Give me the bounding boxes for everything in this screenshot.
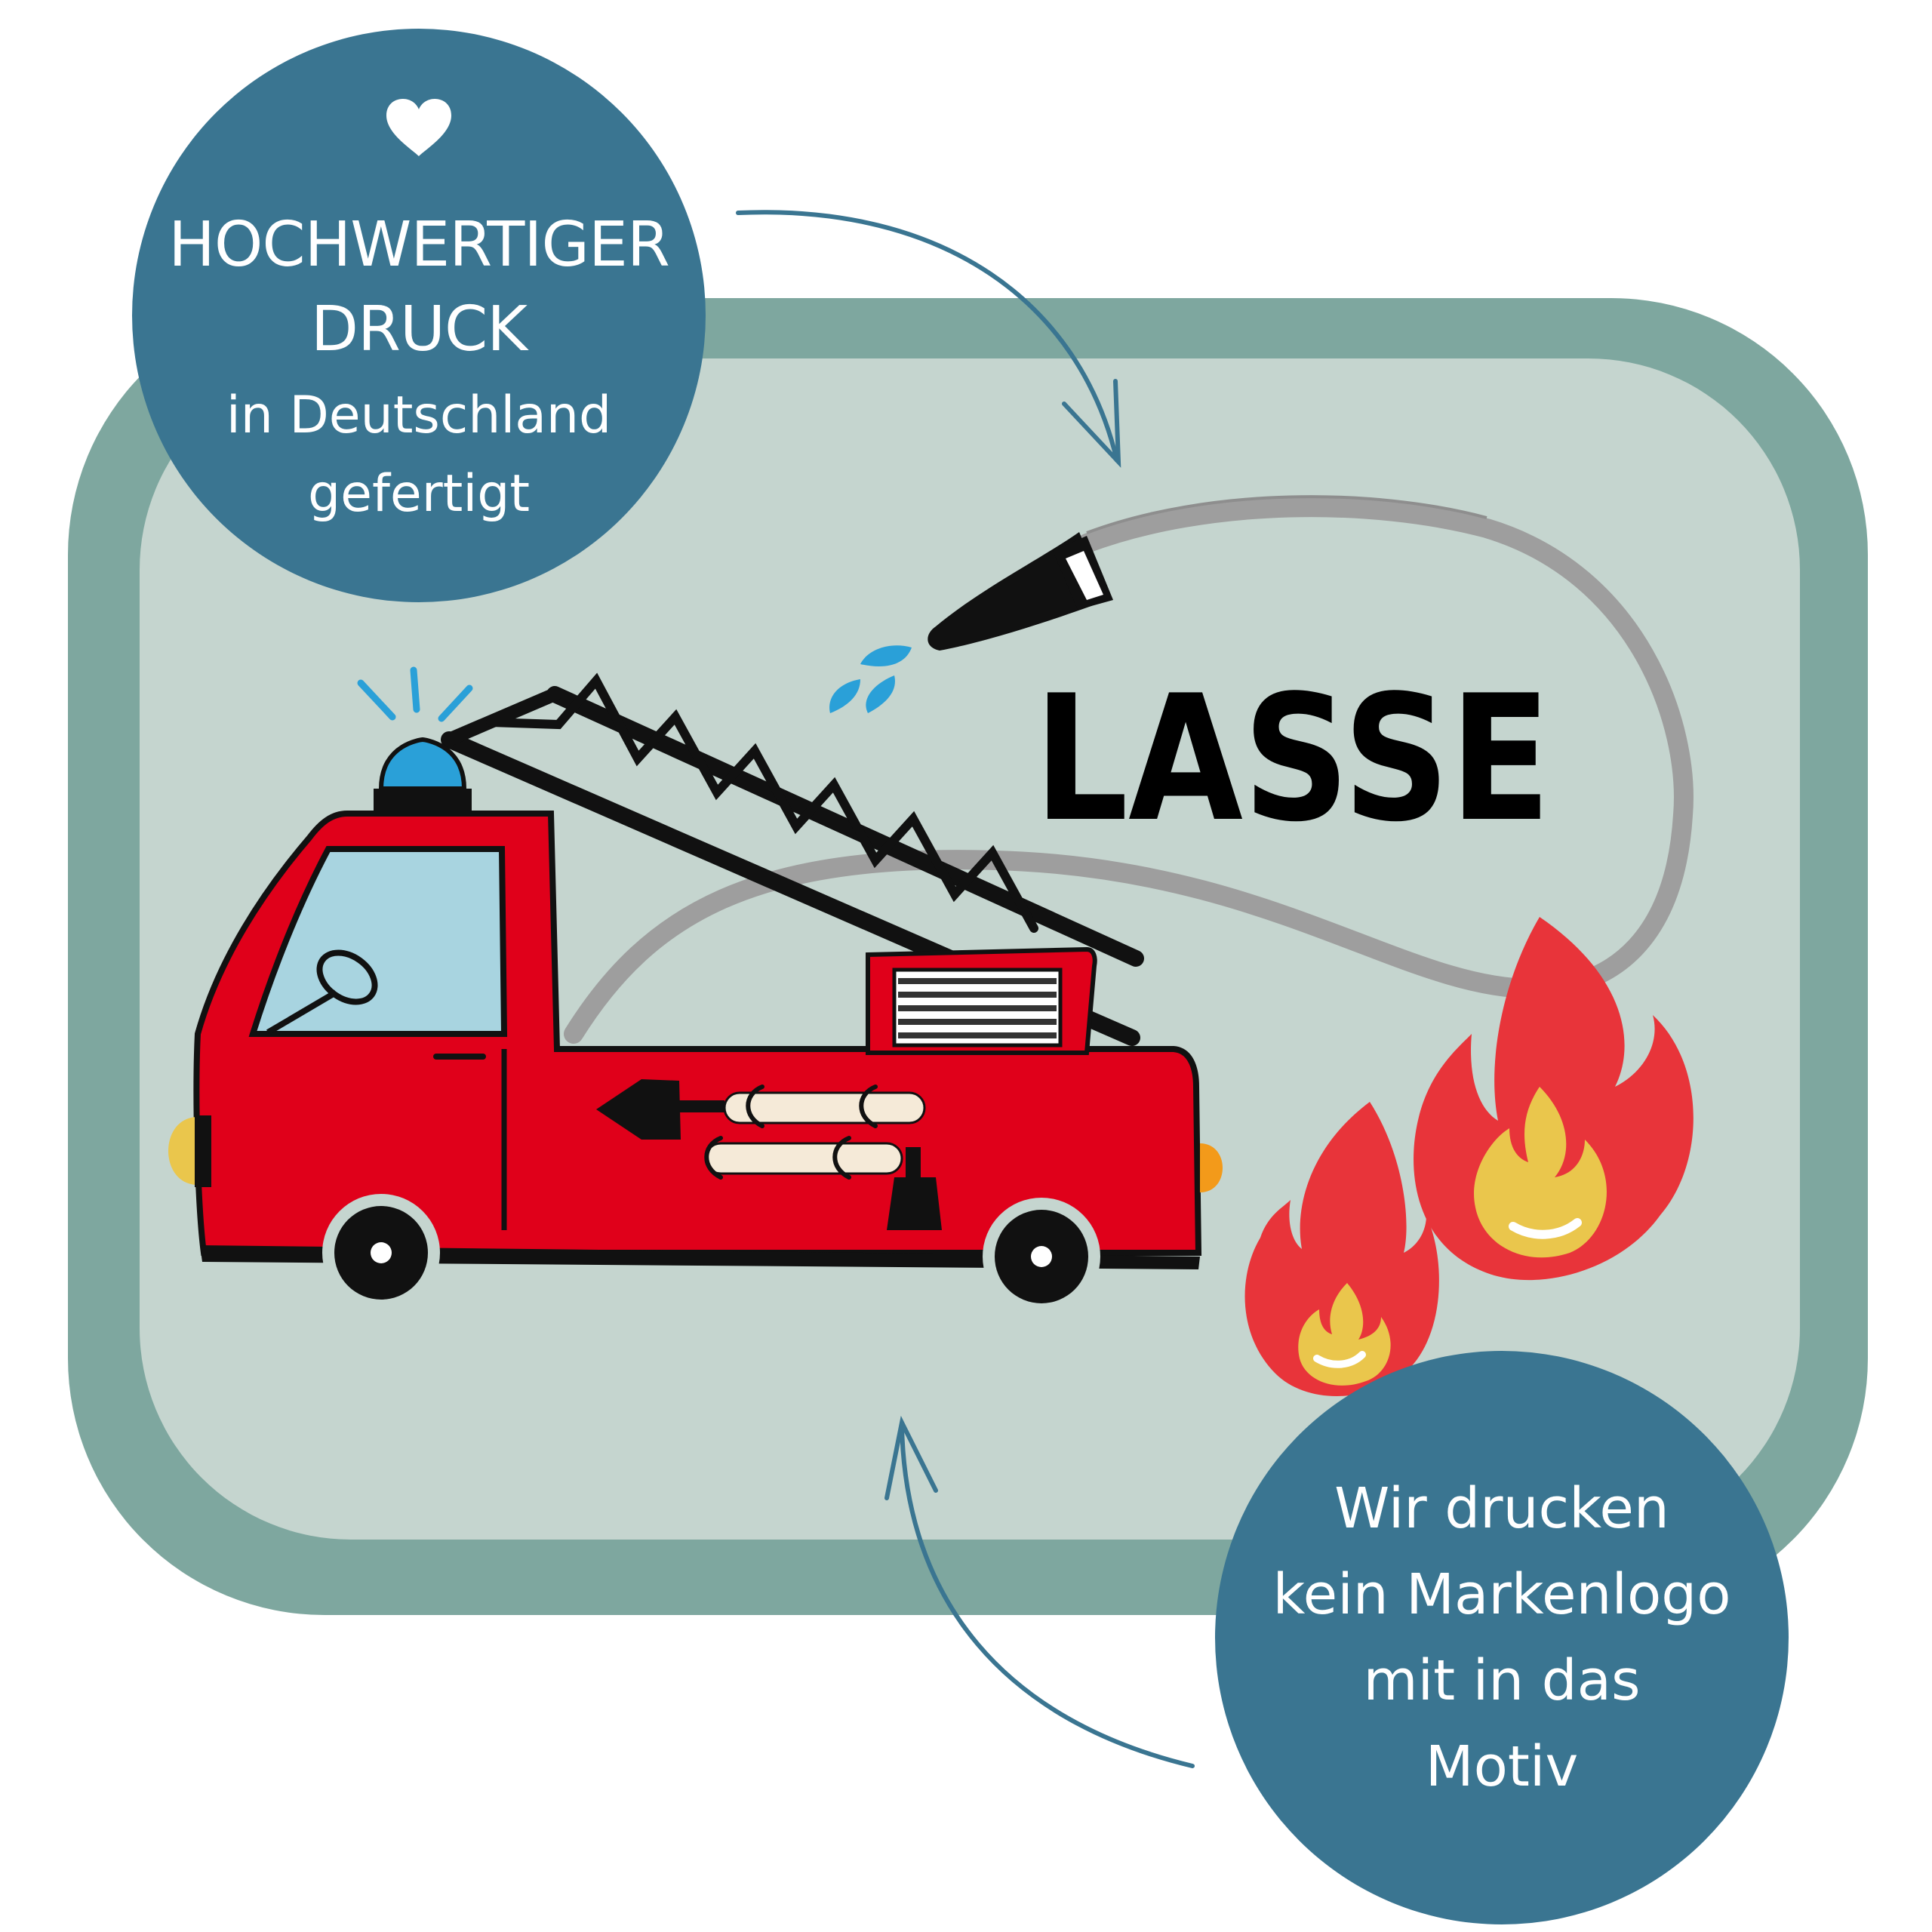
hose-nozzle <box>928 532 1113 651</box>
badge-sub-line2: gefertigt <box>307 464 531 524</box>
axe-icon <box>887 1147 942 1230</box>
badge-title-line1: HOCHWERTIGER <box>168 209 670 281</box>
headlight <box>168 1117 198 1185</box>
steering-wheel-icon <box>266 949 378 1035</box>
fire-hose <box>564 497 1694 1044</box>
flame-large-icon <box>1414 917 1694 1281</box>
truck-window <box>248 846 508 1037</box>
rear-wheel <box>983 1198 1100 1315</box>
grille <box>892 968 1063 1048</box>
arrow-top <box>736 210 1121 468</box>
badge-bottom-line2: kein Markenlogo <box>1272 1562 1731 1627</box>
fire-truck <box>168 666 1223 1315</box>
quality-badge: HOCHWERTIGER DRUCK in Deutschland gefert… <box>132 29 706 602</box>
taillight <box>1200 1143 1223 1192</box>
no-logo-badge: Wir drucken kein Markenlogo mit in das M… <box>1215 1351 1789 1924</box>
badge-sub-line1: in Deutschland <box>226 386 612 445</box>
flame-small-icon <box>1244 1102 1439 1396</box>
water-drops-icon <box>829 645 912 713</box>
hose-outline <box>1086 495 1487 534</box>
shovel-icon <box>596 1079 724 1140</box>
front-wheel <box>322 1194 440 1312</box>
badge-bottom-line3: mit in das <box>1363 1648 1641 1713</box>
badge-title-line2: DRUCK <box>310 294 528 365</box>
hose-rolls <box>704 1084 926 1180</box>
lid-name: LASSE <box>1034 659 1551 860</box>
badge-bottom-line1: Wir drucken <box>1334 1476 1669 1541</box>
arrow-bottom <box>884 1415 1195 1768</box>
badge-bottom-line4: Motiv <box>1425 1734 1579 1799</box>
siren-icon <box>357 666 473 811</box>
heart-icon <box>386 99 451 156</box>
